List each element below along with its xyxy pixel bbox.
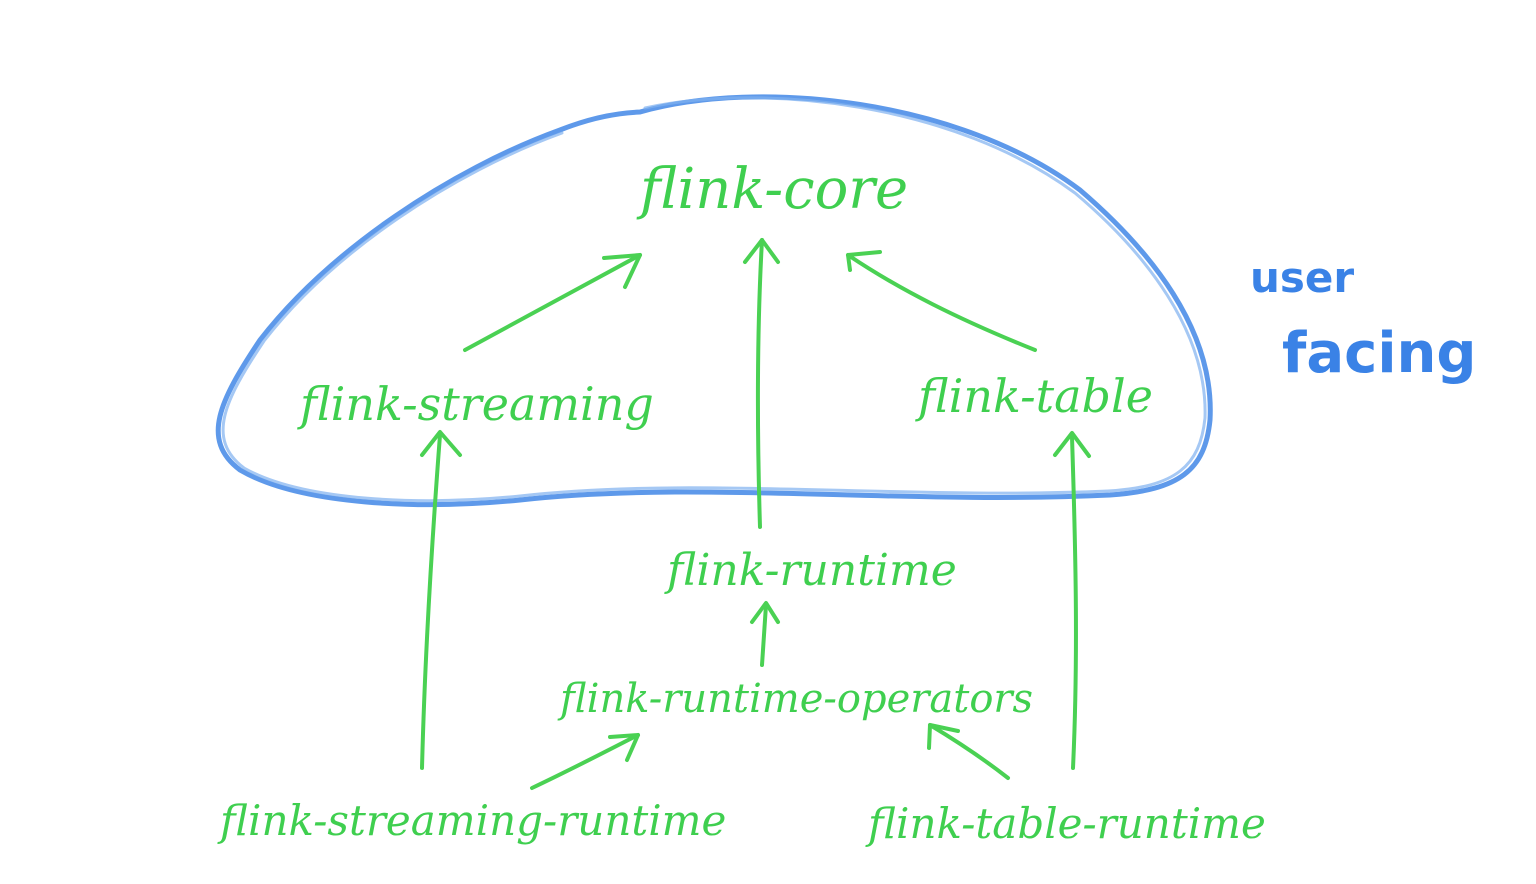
dependency-arrows — [420, 238, 1091, 790]
node-flink-runtime-operators: flink-runtime-operators — [557, 676, 1033, 722]
user-facing-boundary — [215, 94, 1213, 508]
boundary-label-line2: facing — [1282, 321, 1477, 386]
arrowhead-table-runtime-to-operators — [927, 723, 960, 750]
node-flink-streaming-runtime: flink-streaming-runtime — [217, 796, 726, 845]
arrow-streaming-to-core — [463, 253, 642, 352]
node-flink-table: flink-table — [915, 369, 1153, 423]
arrow-streaming-runtime-to-operators — [530, 733, 640, 790]
module-nodes: flink-core flink-streaming flink-table f… — [217, 157, 1266, 848]
node-flink-streaming: flink-streaming — [297, 377, 654, 431]
node-flink-table-runtime: flink-table-runtime — [865, 799, 1266, 848]
arrow-operators-to-runtime — [760, 603, 768, 667]
arrowhead-table-to-core — [846, 250, 882, 272]
node-flink-core: flink-core — [636, 157, 908, 222]
arrowhead-streaming-runtime-to-operators — [608, 733, 640, 762]
arrowhead-runtime-to-core — [743, 238, 780, 264]
arrow-table-to-core — [846, 253, 1037, 352]
node-flink-runtime: flink-runtime — [664, 545, 957, 596]
arrow-table-runtime-to-operators — [928, 723, 1010, 780]
arrowhead-streaming-runtime-to-streaming — [420, 430, 462, 457]
boundary-label-line1: user — [1250, 253, 1354, 302]
arrowhead-table-runtime-to-table — [1053, 431, 1091, 458]
arrow-streaming-runtime-to-streaming — [420, 433, 442, 770]
arrowhead-streaming-to-core — [602, 253, 642, 289]
arrow-table-runtime-to-table — [1070, 435, 1078, 770]
arrowhead-operators-to-runtime — [750, 601, 780, 624]
arrow-runtime-to-core — [755, 238, 764, 529]
